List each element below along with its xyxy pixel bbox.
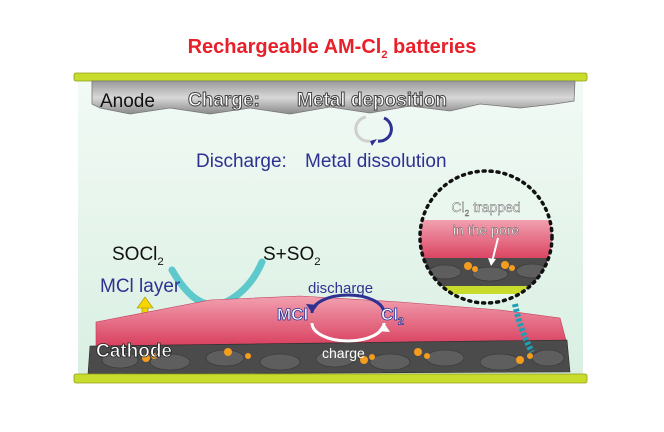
dissolution-arrow-icon	[377, 116, 393, 143]
inset-connector	[512, 303, 535, 354]
cathode-charge-label: charge	[322, 345, 365, 361]
deposition-arrow-icon	[354, 115, 371, 143]
anode-label: Anode	[100, 91, 155, 112]
anode-discharge-label: Discharge:	[196, 151, 287, 172]
diagram-title: Rechargeable AM-Cl2 batteries	[187, 36, 477, 61]
bottom-current-collector	[73, 373, 588, 384]
pore-inset	[420, 171, 552, 303]
cl2-droplets	[142, 348, 533, 364]
cathode-discharge-label: discharge	[308, 280, 374, 297]
inset-border	[418, 169, 554, 305]
s-so2-label: S+SO2	[263, 244, 321, 268]
top-current-collector	[73, 72, 588, 82]
socl2-label: SOCl2	[112, 244, 164, 268]
cl2-label: Cl2	[381, 305, 404, 328]
mcl-layer-label: MCl layer	[100, 276, 181, 297]
anode-charge-label: Charge:	[188, 90, 261, 112]
cathode-label: Cathode	[96, 341, 173, 363]
anode-metal-layer	[91, 80, 576, 115]
mcl-label: MCl	[277, 305, 309, 325]
inset-caption: Cl2 trapped in the pore	[451, 199, 521, 238]
metal-dissolution-label: Metal dissolution	[305, 151, 447, 172]
metal-deposition-label: Metal deposition	[297, 90, 448, 112]
